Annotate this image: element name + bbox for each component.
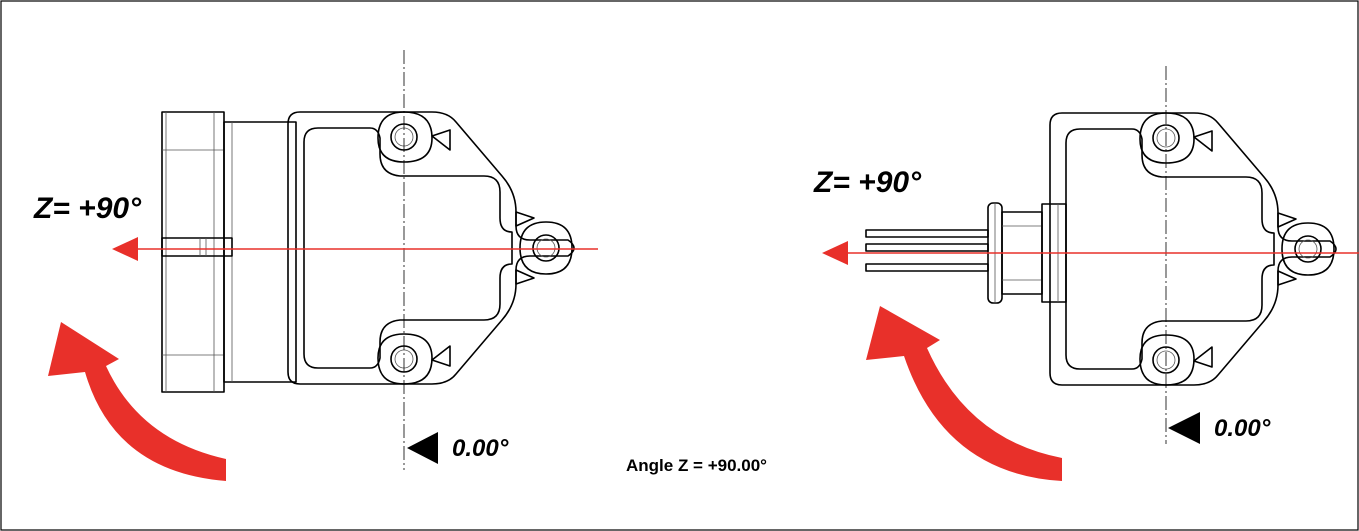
right-sensor-view: Z= +90° 0.00° [813,66,1359,481]
right-rotation-label: Z= +90° [813,166,922,199]
left-sensor-view: Z= +90° 0.00° [33,50,598,481]
right-sensor-body [1049,112,1337,386]
right-reference-label: 0.00° [1214,415,1271,442]
angle-caption: Angle Z = +90.00° [626,456,767,475]
left-connector-housing [161,111,297,393]
right-rotation-arrow-icon [866,306,1062,481]
left-reference-pointer-icon [407,432,438,464]
left-reference-label: 0.00° [452,435,509,462]
left-sensor-body [287,111,575,385]
right-reference-pointer-icon [1168,412,1200,444]
left-axis-arrowhead-icon [112,237,138,261]
right-axis-arrowhead-icon [822,241,848,265]
left-rotation-label: Z= +90° [33,192,142,225]
left-rotation-arrow-icon [48,322,226,481]
